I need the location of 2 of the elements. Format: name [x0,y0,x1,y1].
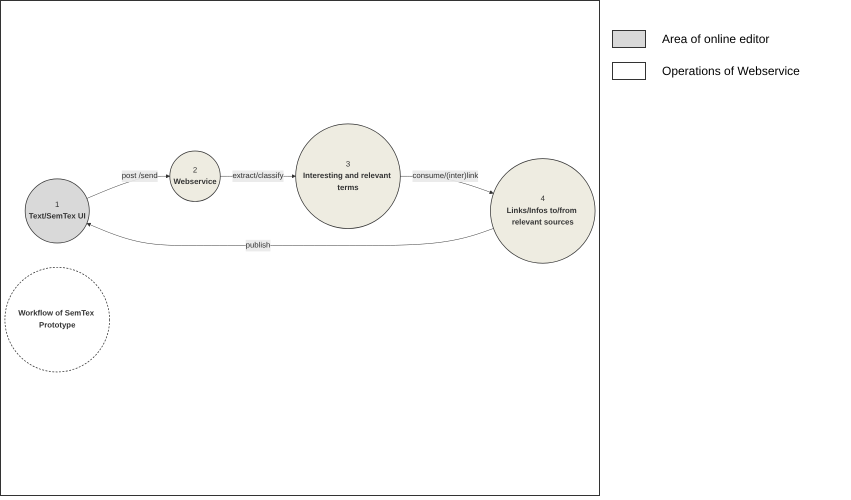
legend-text: Operations of Webservice [662,64,800,78]
legend-text: Area of online editor [662,32,770,46]
